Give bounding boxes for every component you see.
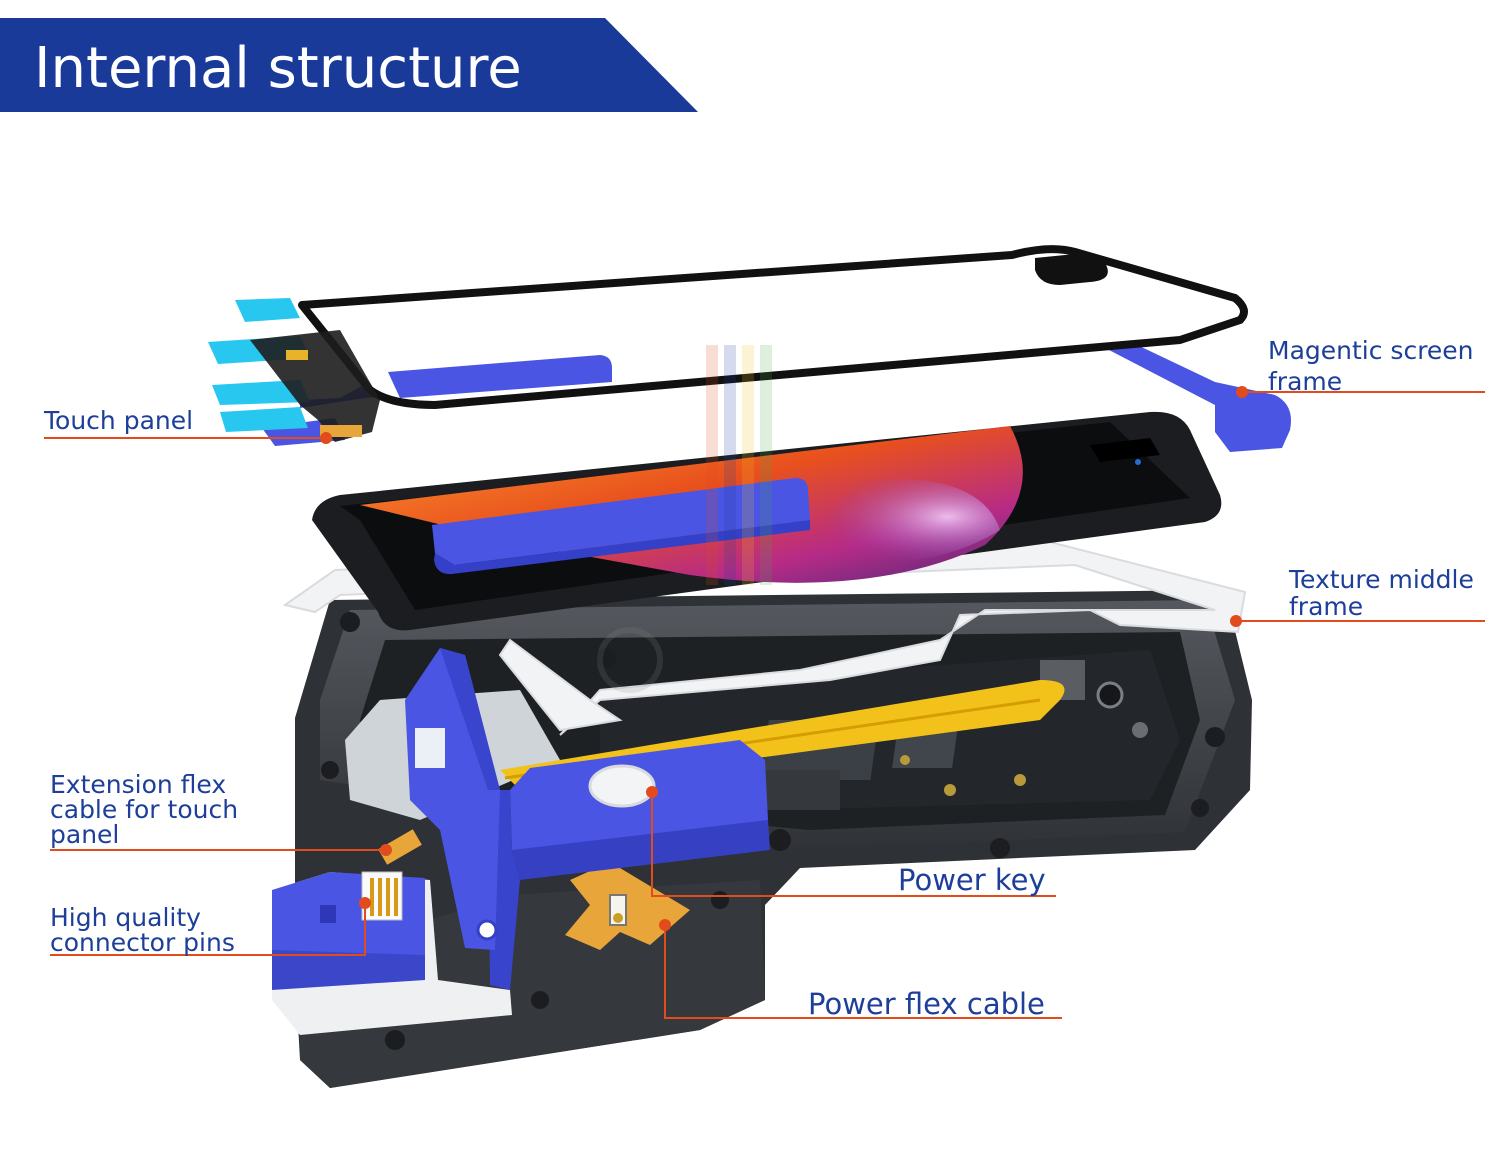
label-power-key: Power key	[898, 863, 1046, 897]
power-flex-cable	[565, 862, 690, 950]
power-key-fixture	[378, 648, 770, 990]
page-title: Internal structure	[34, 36, 522, 101]
leader-dot-power-key	[646, 786, 658, 798]
leader-dot-magnetic-frame	[1236, 386, 1248, 398]
watermark	[597, 345, 772, 693]
touch-panel-flex	[208, 298, 380, 442]
label-connector-pins: High quality connector pins	[50, 903, 235, 957]
connector-module	[272, 871, 512, 1035]
label-extension-flex-cable: Extension flex cable for touch panel	[50, 770, 239, 849]
lcd-display	[312, 411, 1222, 631]
banner-shape	[0, 18, 698, 112]
leader-connector-pins	[50, 903, 366, 956]
title-banner: Internal structure	[0, 18, 700, 112]
label-power-flex-cable: Power flex cable	[808, 987, 1045, 1021]
label-texture-middle-frame: Texture middle frame	[1289, 565, 1474, 621]
leader-dot-texture-frame	[1230, 615, 1242, 627]
leader-dot-extension-flex	[380, 844, 392, 856]
leader-power-flex	[664, 925, 1062, 1019]
leader-power-key	[651, 792, 1056, 897]
leader-dot-power-flex	[659, 919, 671, 931]
label-touch-panel: Touch panel	[44, 406, 194, 435]
texture-middle-frame	[282, 540, 1247, 736]
connector-pins	[361, 871, 403, 921]
leader-lines	[44, 386, 1485, 1019]
leader-dot-touch-panel	[320, 432, 332, 444]
label-magnetic-screen-frame: Magentic screen frame	[1268, 336, 1474, 396]
leader-dot-connector-pins	[359, 897, 371, 909]
